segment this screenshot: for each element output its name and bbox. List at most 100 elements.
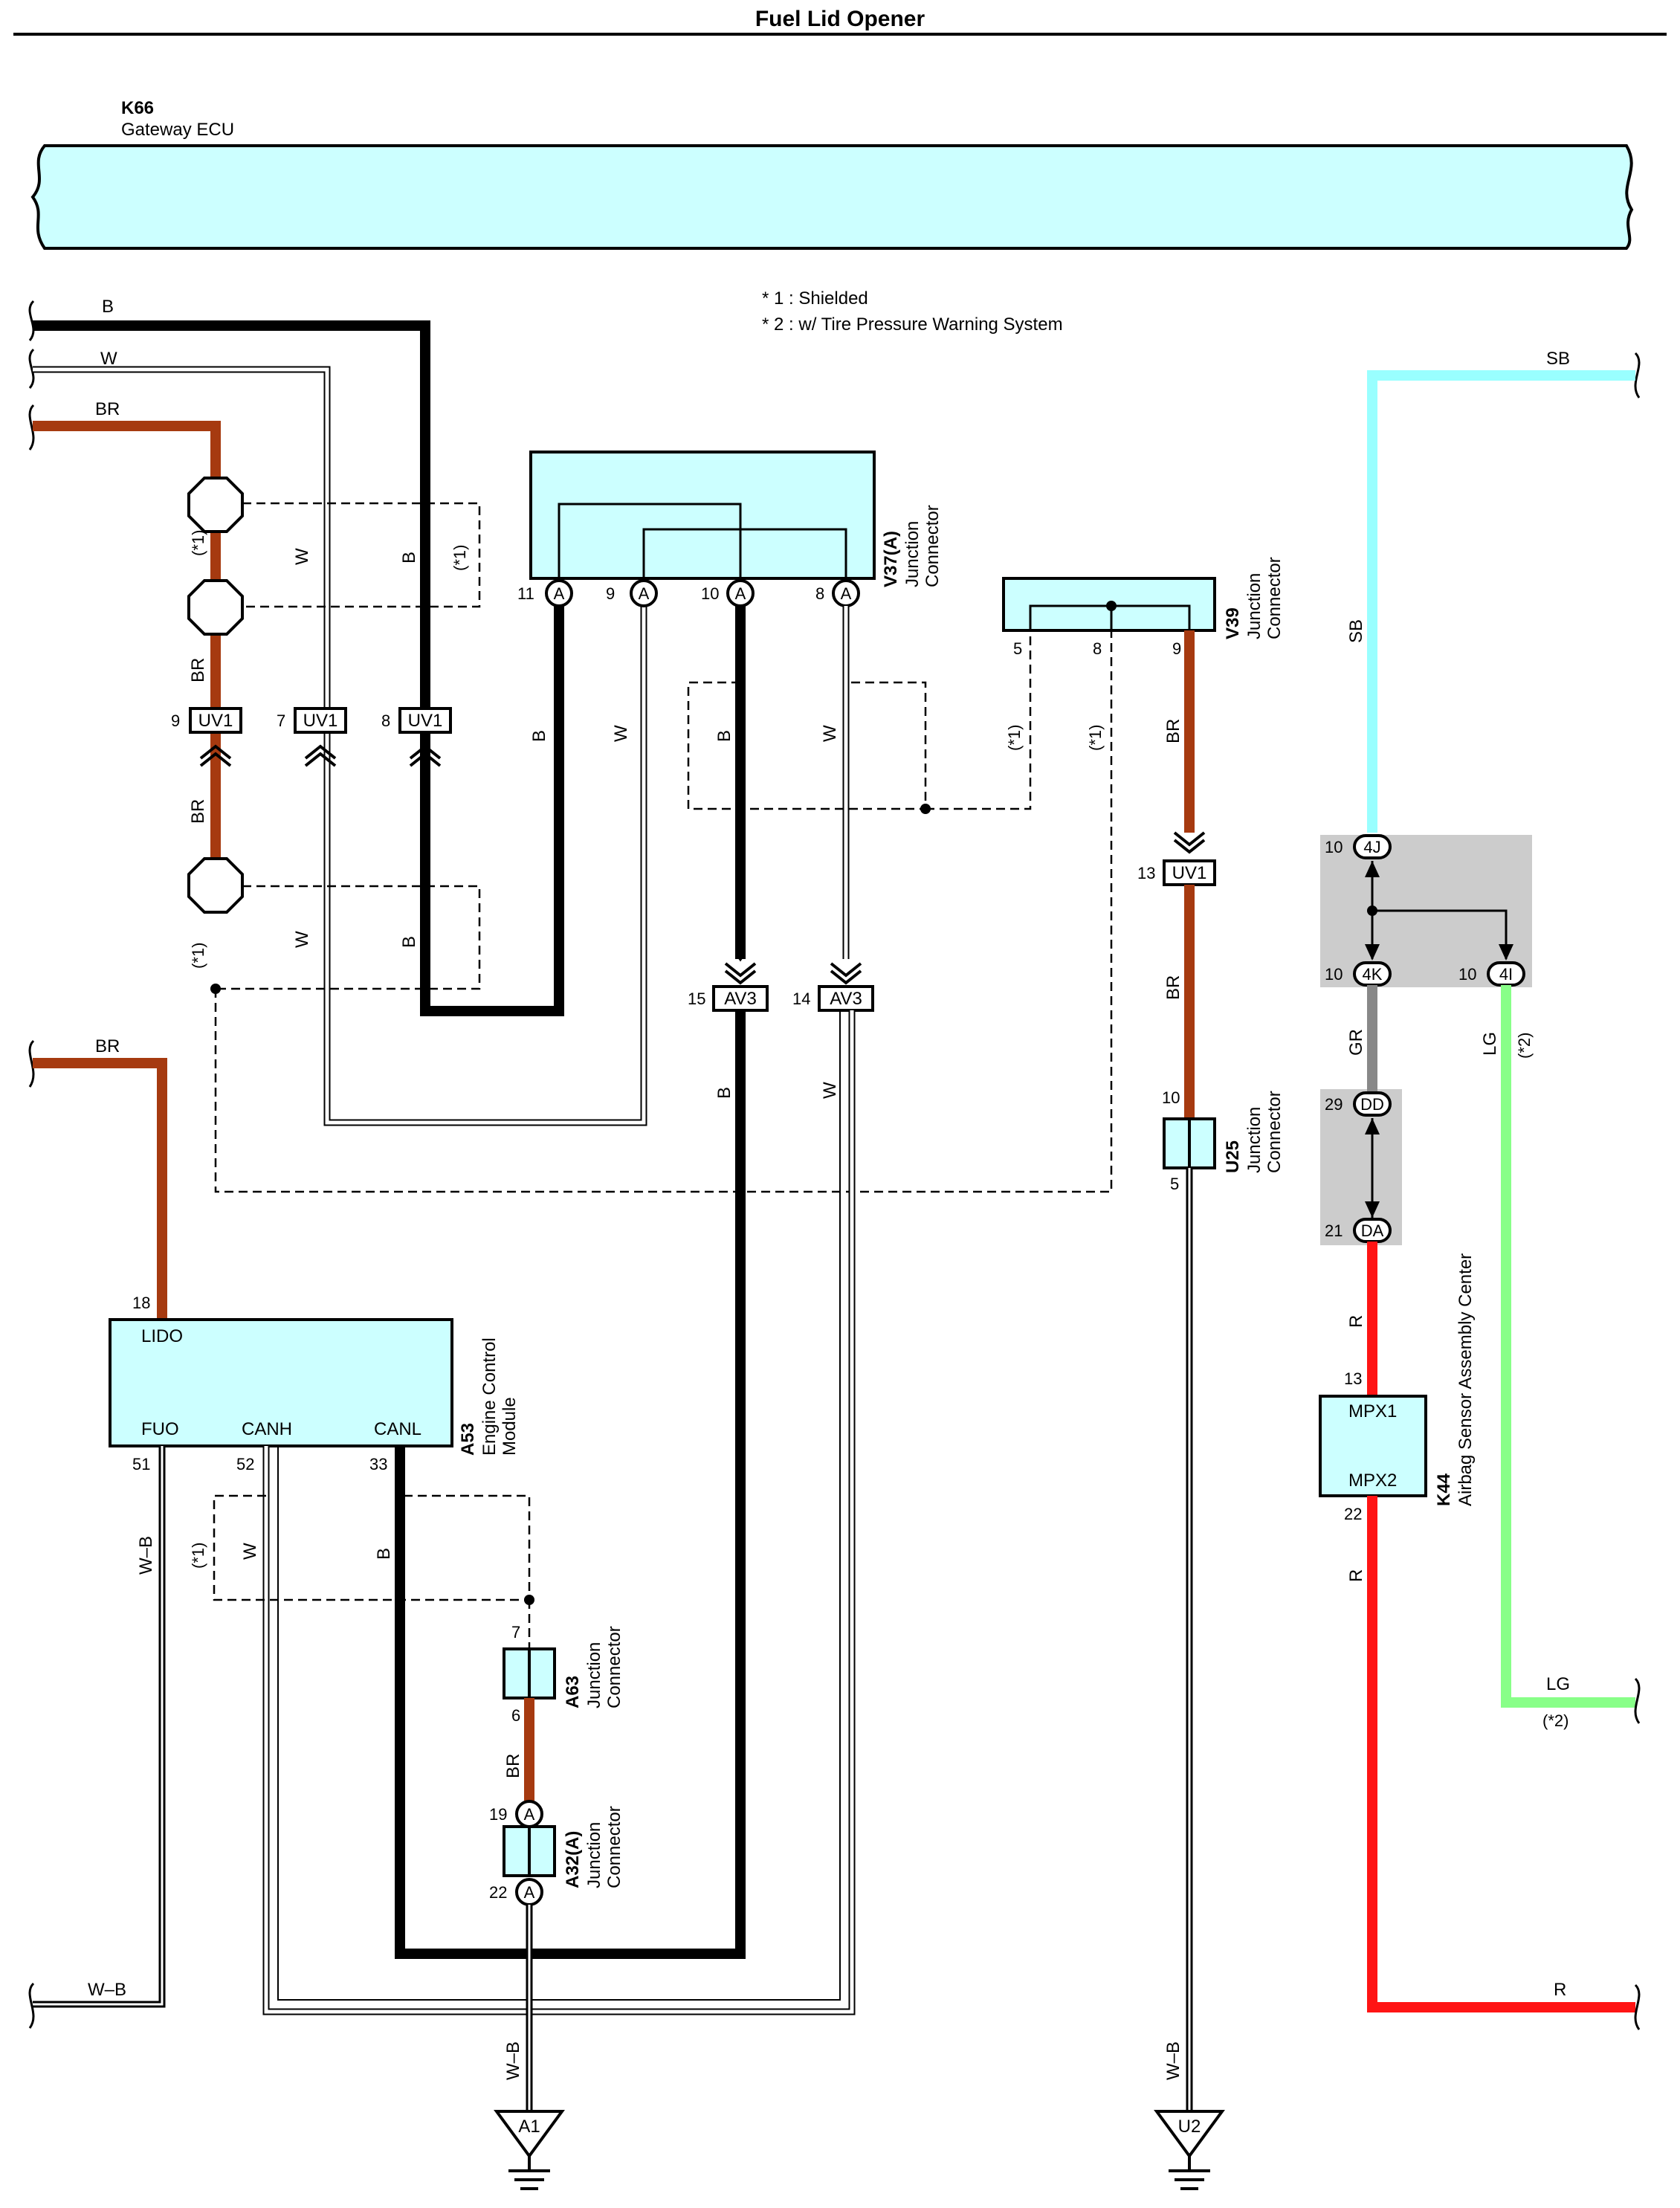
break-wb [28,1982,35,2029]
pin-da-21: 21 [1325,1221,1343,1240]
wire-label-b-top: B [102,297,114,317]
svg-text:4I: 4I [1499,965,1513,984]
label-w-lower: W [292,931,312,948]
break-br-a53 [28,1039,35,1088]
wire-br-uv1-9 [33,421,221,892]
splice-arrow-4i [1499,944,1513,961]
ground-a1 [494,2110,565,2190]
label-s1-v39-5: (*1) [1005,725,1024,751]
k44-pin-mpx1: MPX1 [1348,1401,1397,1421]
label-r-upper: R [1346,1315,1366,1328]
wire-w-canh-inner [264,1010,854,2014]
svg-text:A: A [639,584,650,603]
svg-text:DD: DD [1360,1095,1384,1114]
label-s1-lower: (*1) [189,1543,207,1569]
svg-text:UV1: UV1 [303,711,338,731]
ground-a1-label: A1 [518,2117,540,2137]
wire-label-lg-right: LG [1546,1674,1570,1694]
label-b-upper: B [399,552,419,564]
a53-name-2: Module [500,1397,520,1456]
label-s1-oct1: (*1) [189,530,207,556]
av3-15-chevron [724,962,757,985]
connector-4i: 4I [1487,961,1525,987]
svg-text:UV1: UV1 [408,711,443,731]
label-w-canh: W [240,1543,260,1560]
svg-text:AV3: AV3 [830,989,862,1009]
a63-name-1: Junction [584,1642,604,1708]
wire-b-canl [395,1010,746,1959]
wire-label-br-a53: BR [95,1036,120,1056]
pin-a53-18: 18 [132,1294,150,1312]
k44-airbag-sensor-box [1319,1395,1427,1497]
wire-w-canh-outer [262,1010,856,2015]
wire-label-s2-right: (*2) [1542,1711,1568,1730]
connector-dd: DD [1353,1091,1392,1117]
k66-code: K66 [121,98,154,118]
splice-arrow-4j [1365,861,1380,877]
pin-uv1-13: 13 [1137,864,1155,882]
break-w [28,348,35,389]
v37-internal-link-a [558,503,742,578]
pin-u25-5: 5 [1170,1175,1179,1193]
a63-code: A63 [563,1676,583,1708]
shield-junction-dot-left [210,984,221,994]
wire-label-sb-top: SB [1546,349,1570,369]
da-arrow [1365,1201,1380,1218]
pin-dd-29: 29 [1325,1095,1343,1114]
uv1-13-chevron [1173,831,1206,854]
shield-box-upper-left [242,502,481,608]
shield-octagon-2 [187,579,244,636]
uv1-connector-7: UV1 [294,707,347,767]
label-b-lower: B [399,936,419,948]
wire-sb [1367,370,1635,833]
u25-junction-box [1163,1117,1216,1169]
a53-pin-canh: CANH [242,1419,292,1439]
svg-text:4K: 4K [1363,965,1383,984]
a32-junction-box [503,1825,556,1877]
av3-connector-15: AV3 [712,985,769,1012]
a32-pin-19-label: A [524,1805,535,1824]
connector-4j: 4J [1353,834,1392,859]
a53-code: A53 [458,1423,478,1456]
splice-dot [1367,906,1377,916]
label-w-v37-9: W [611,725,631,742]
break-lg [1634,1677,1641,1724]
wire-wb-fuo-inner [33,1446,164,2006]
pin-a32-19: 19 [489,1805,507,1824]
connector-da: DA [1353,1218,1392,1243]
svg-text:UV1: UV1 [1172,863,1207,883]
break-b [28,300,35,341]
a53-pin-lido: LIDO [141,1326,183,1346]
break-r [1634,1983,1641,2030]
label-wb-u2: W–B [1163,2041,1183,2080]
pin-a53-52: 52 [236,1455,254,1473]
break-sb [1634,352,1641,398]
u25-code: U25 [1223,1140,1243,1173]
pin-uv1-9: 9 [171,711,180,730]
a32-pin-22-label: A [524,1883,535,1902]
av3-14-chevron [830,962,862,985]
shield-octagon-1 [187,477,244,533]
label-b-v37-11: B [529,730,549,742]
v37-pins: A A A A [545,579,860,607]
v37-internal-link-b [642,528,847,578]
shield-box-middle [687,681,927,810]
a53-pin-fuo: FUO [141,1419,179,1439]
pin-4j-10: 10 [1325,838,1343,856]
shield-junction-dot-middle [920,804,931,814]
uv1-connector-13: UV1 [1163,859,1216,886]
label-w-v37-8: W [820,725,840,742]
label-b-v37-10: B [714,730,734,742]
u25-name-2: Connector [1264,1091,1285,1173]
pin-uv1-7: 7 [277,711,285,730]
a32-name-1: Junction [584,1822,604,1888]
wire-label-w-top: W [100,349,117,369]
break-br [28,404,35,451]
pin-u25-10: 10 [1162,1088,1180,1107]
shield-junction-dot-lower [524,1595,534,1605]
v37-name-2: Connector [923,505,943,587]
wire-b-uv1-8 [33,320,564,1016]
pin-v37-11: 11 [517,584,534,603]
shield-box-lower-left [216,885,481,990]
